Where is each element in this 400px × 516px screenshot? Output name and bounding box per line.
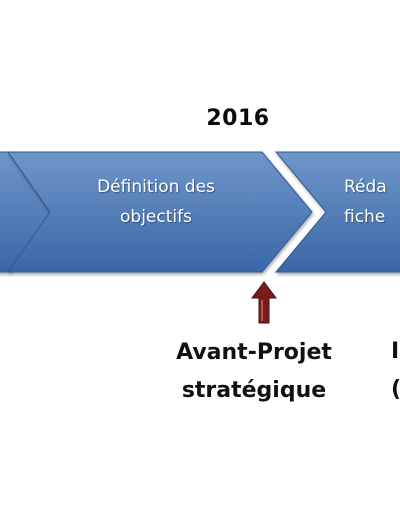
cropped-text-bottom: ( <box>391 377 400 402</box>
step-label-definition: Définition des objectifs <box>64 172 248 232</box>
milestone-label: Avant-Projet stratégique <box>154 334 354 410</box>
timeline-year: 2016 <box>206 106 270 131</box>
step-label-line: fiche <box>344 207 386 227</box>
up-arrow-icon <box>251 281 277 324</box>
step-label-redaction: Réda fiche <box>344 172 400 232</box>
chevron-step-2 <box>7 151 313 273</box>
cropped-text-top: I <box>391 339 400 364</box>
step-label-line: Définition des <box>97 177 215 197</box>
chevron-step-3 <box>274 151 400 273</box>
step-label-line: Réda <box>344 177 387 197</box>
milestone-line: stratégique <box>181 378 327 403</box>
step-label-line: objectifs <box>120 207 192 227</box>
milestone-line: Avant-Projet <box>176 340 332 365</box>
